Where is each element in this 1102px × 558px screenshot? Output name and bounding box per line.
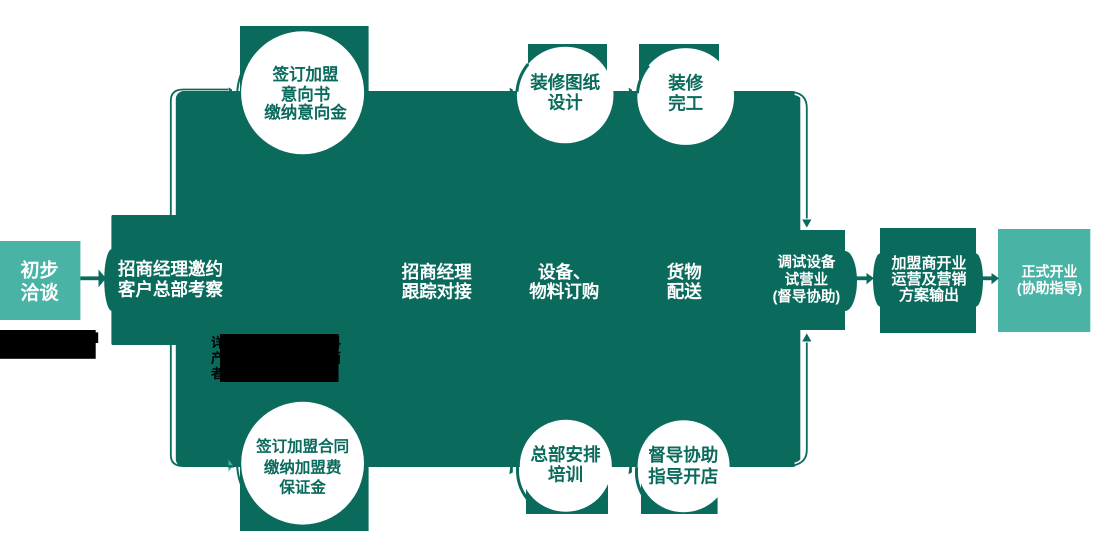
svg-text:客户总部考察: 客户总部考察: [117, 279, 223, 299]
svg-text:缴纳意向金: 缴纳意向金: [264, 102, 347, 122]
svg-text:试营业: 试营业: [785, 271, 829, 289]
svg-text:运营及营销: 运营及营销: [891, 270, 966, 288]
svg-text:洽谈: 洽谈: [20, 281, 59, 304]
svg-text:物料订购: 物料订购: [529, 281, 599, 301]
svg-text:跟踪对接: 跟踪对接: [402, 281, 472, 301]
svg-text:完工: 完工: [668, 93, 703, 113]
svg-text:签订加盟: 签订加盟: [272, 64, 340, 84]
svg-text:(督导协助): (督导协助): [773, 288, 841, 306]
svg-text:货物: 货物: [667, 262, 702, 282]
svg-text:招商经理: 招商经理: [402, 262, 472, 282]
svg-text:招商经理邀约: 招商经理邀约: [118, 259, 223, 279]
svg-text:装修图纸: 装修图纸: [529, 73, 600, 93]
svg-text:方案输出: 方案输出: [899, 286, 959, 304]
svg-text:配送: 配送: [667, 281, 702, 301]
svg-text:培训: 培训: [548, 465, 583, 485]
svg-text:装修: 装修: [667, 73, 703, 93]
svg-text:初步: 初步: [20, 259, 58, 282]
svg-text:意向书: 意向书: [281, 84, 331, 104]
svg-text:设计: 设计: [548, 92, 583, 112]
svg-text:加盟商开业: 加盟商开业: [890, 254, 966, 272]
svg-text:设备、: 设备、: [538, 262, 591, 282]
svg-text:签订加盟合同: 签订加盟合同: [255, 437, 349, 456]
svg-text:总部安排: 总部安排: [531, 444, 601, 464]
svg-text:指导开店: 指导开店: [648, 466, 718, 486]
svg-text:保证金: 保证金: [278, 477, 326, 496]
svg-text:缴纳加盟费: 缴纳加盟费: [264, 458, 342, 477]
svg-text:(协助指导): (协助指导): [1017, 280, 1082, 296]
svg-text:正式开业: 正式开业: [1022, 263, 1078, 279]
svg-text:调试设备: 调试设备: [777, 253, 835, 271]
svg-text:督导协助: 督导协助: [648, 445, 718, 465]
